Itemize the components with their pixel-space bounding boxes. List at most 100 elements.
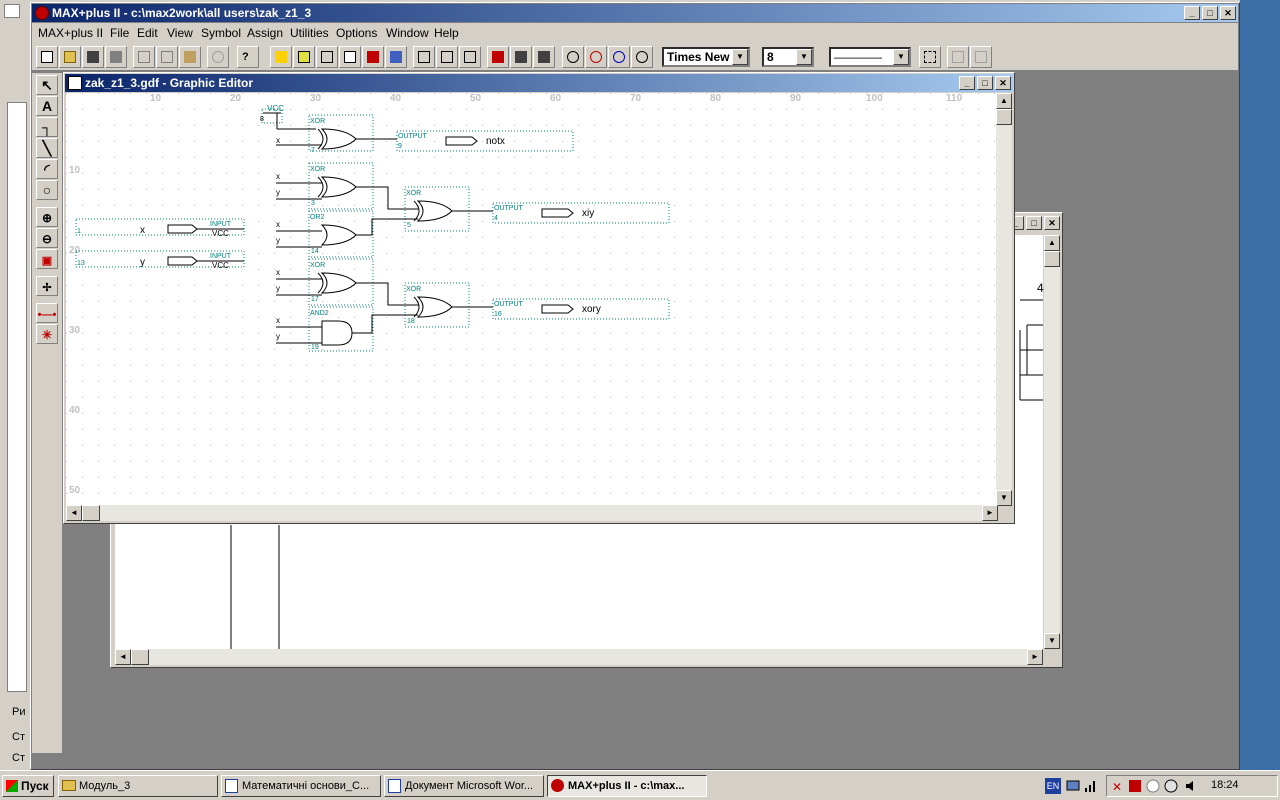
task-button-folder[interactable]: Модуль_3 — [58, 775, 218, 797]
xor-gate-5[interactable]: XOR 5 — [356, 186, 493, 236]
scroll-right-icon[interactable]: ► — [982, 505, 998, 521]
menu-symbol[interactable]: Symbol — [201, 26, 242, 40]
editor-vertical-scrollbar[interactable]: ▲ ▼ — [996, 93, 1012, 506]
chevron-down-icon[interactable]: ▼ — [796, 49, 812, 65]
zoom-out-tool[interactable]: ⊖ — [36, 228, 58, 248]
orthogonal-line-tool[interactable]: ┐ — [36, 117, 58, 137]
undo-button[interactable] — [207, 46, 229, 68]
bluetooth-icon[interactable]: ✕ — [1109, 778, 1125, 794]
chevron-down-icon[interactable]: ▼ — [893, 49, 909, 65]
maximize-button[interactable]: □ — [977, 76, 993, 90]
antivirus-icon[interactable] — [1127, 778, 1143, 794]
arc-tool[interactable]: ◜ — [36, 159, 58, 179]
menu-options[interactable]: Options — [336, 26, 378, 40]
scroll-thumb[interactable] — [996, 109, 1012, 125]
editor-titlebar[interactable]: zak_z1_3.gdf - Graphic Editor _ □ ✕ — [65, 74, 1013, 92]
signal-icon[interactable] — [1083, 778, 1099, 794]
scroll-thumb[interactable] — [1044, 251, 1060, 267]
connect-tool[interactable]: •—• — [36, 303, 58, 323]
new-file-button[interactable] — [36, 46, 58, 68]
language-indicator[interactable]: EN — [1045, 778, 1061, 794]
font-name-select[interactable]: Times New ▼ — [662, 47, 750, 67]
close-button[interactable]: ✕ — [995, 76, 1011, 90]
clock[interactable]: 18:24 — [1211, 779, 1239, 791]
maximize-button[interactable]: □ — [1202, 6, 1218, 20]
scroll-left-icon[interactable]: ◄ — [115, 649, 131, 665]
symbol-button[interactable] — [316, 46, 338, 68]
hierarchy-button[interactable] — [270, 46, 292, 68]
scroll-down-icon[interactable]: ▼ — [1044, 633, 1060, 649]
flip-v-button[interactable] — [970, 46, 992, 68]
menu-assign[interactable]: Assign — [247, 26, 284, 40]
maximize-button[interactable]: □ — [1026, 216, 1042, 230]
main-titlebar[interactable]: MAX+plus II - c:\max2work\all users\zak_… — [32, 4, 1238, 22]
zoom-fit-button[interactable] — [919, 46, 941, 68]
find-replace-button[interactable] — [585, 46, 607, 68]
save-compile-button[interactable] — [510, 46, 532, 68]
scroll-thumb[interactable] — [131, 649, 149, 665]
start-button[interactable]: Пуск — [2, 775, 54, 797]
output-pin-xiy[interactable]: OUTPUT 4 xiy — [494, 205, 594, 222]
xor-gate-18[interactable]: XOR 18 — [352, 282, 493, 334]
menu-edit[interactable]: Edit — [137, 26, 158, 40]
security-icon[interactable] — [1145, 778, 1161, 794]
input-pin-x[interactable]: x INPUT VCC 1 — [77, 221, 244, 238]
paste-button[interactable] — [179, 46, 201, 68]
save-check-button[interactable] — [487, 46, 509, 68]
menu-window[interactable]: Window — [386, 26, 429, 40]
waveform-vertical-scrollbar[interactable]: ▲ ▼ — [1044, 235, 1060, 649]
text-tool[interactable]: A — [36, 96, 58, 116]
save-button[interactable] — [82, 46, 104, 68]
xor-gate-7[interactable]: XOR 7 x — [276, 118, 397, 154]
menu-help[interactable]: Help — [434, 26, 459, 40]
task-button-word-1[interactable]: Математичні основи_С... — [221, 775, 381, 797]
or2-gate-14[interactable]: OR2 14 x y — [276, 214, 357, 255]
schematic-canvas[interactable]: 10 20 30 40 50 60 70 80 90 100 110 10 20… — [66, 93, 998, 506]
output-pin-xory[interactable]: OUTPUT 16 xory — [494, 301, 601, 318]
floorplan-button[interactable] — [293, 46, 315, 68]
scroll-up-icon[interactable]: ▲ — [996, 93, 1012, 109]
hierarchy-down-button[interactable] — [459, 46, 481, 68]
cut-button[interactable] — [133, 46, 155, 68]
print-button[interactable] — [105, 46, 127, 68]
scroll-up-icon[interactable]: ▲ — [1044, 235, 1060, 251]
menu-utilities[interactable]: Utilities — [290, 26, 329, 40]
menu-maxplus[interactable]: MAX+plus II — [38, 26, 104, 40]
open-button[interactable] — [59, 46, 81, 68]
waveform-horizontal-scrollbar[interactable]: ◄ ► — [115, 649, 1043, 665]
line-style-select[interactable]: ———— ▼ — [829, 47, 911, 67]
vcc-symbol[interactable]: VCC 8 — [260, 104, 316, 130]
font-size-select[interactable]: 8 ▼ — [762, 47, 814, 67]
find-button[interactable] — [562, 46, 584, 68]
scroll-thumb[interactable] — [82, 505, 100, 521]
find-node-button[interactable] — [608, 46, 630, 68]
selection-tool[interactable]: ↖ — [36, 75, 58, 95]
close-button[interactable]: ✕ — [1220, 6, 1236, 20]
minimize-button[interactable]: _ — [1184, 6, 1200, 20]
menu-view[interactable]: View — [167, 26, 193, 40]
text-editor-button[interactable] — [339, 46, 361, 68]
rubberbanding-tool[interactable]: ✢ — [36, 276, 58, 296]
help-pointer-button[interactable]: ? — [237, 46, 259, 68]
find-clear-button[interactable] — [631, 46, 653, 68]
minimize-button[interactable]: _ — [959, 76, 975, 90]
compiler-button[interactable] — [362, 46, 384, 68]
output-pin-notx[interactable]: OUTPUT 9 notx — [398, 133, 505, 150]
scroll-right-icon[interactable]: ► — [1027, 649, 1043, 665]
disconnect-tool[interactable]: ✳ — [36, 324, 58, 344]
network-icon[interactable] — [1065, 778, 1081, 794]
xor-gate-3[interactable]: XOR 3 x y — [276, 166, 357, 207]
input-pin-y[interactable]: y INPUT VCC 13 — [77, 253, 244, 270]
simulator-button[interactable] — [385, 46, 407, 68]
circle-tool[interactable]: ○ — [36, 180, 58, 200]
chevron-down-icon[interactable]: ▼ — [732, 49, 748, 65]
close-button[interactable]: ✕ — [1044, 216, 1060, 230]
hierarchy-up-button[interactable] — [413, 46, 435, 68]
fit-window-tool[interactable]: ▣ — [36, 249, 58, 269]
hierarchy-top-button[interactable] — [436, 46, 458, 68]
volume-icon[interactable] — [1163, 778, 1179, 794]
scroll-left-icon[interactable]: ◄ — [66, 505, 82, 521]
speaker-icon[interactable] — [1183, 778, 1199, 794]
diagonal-line-tool[interactable]: ╲ — [36, 138, 58, 158]
save-simulate-button[interactable] — [533, 46, 555, 68]
